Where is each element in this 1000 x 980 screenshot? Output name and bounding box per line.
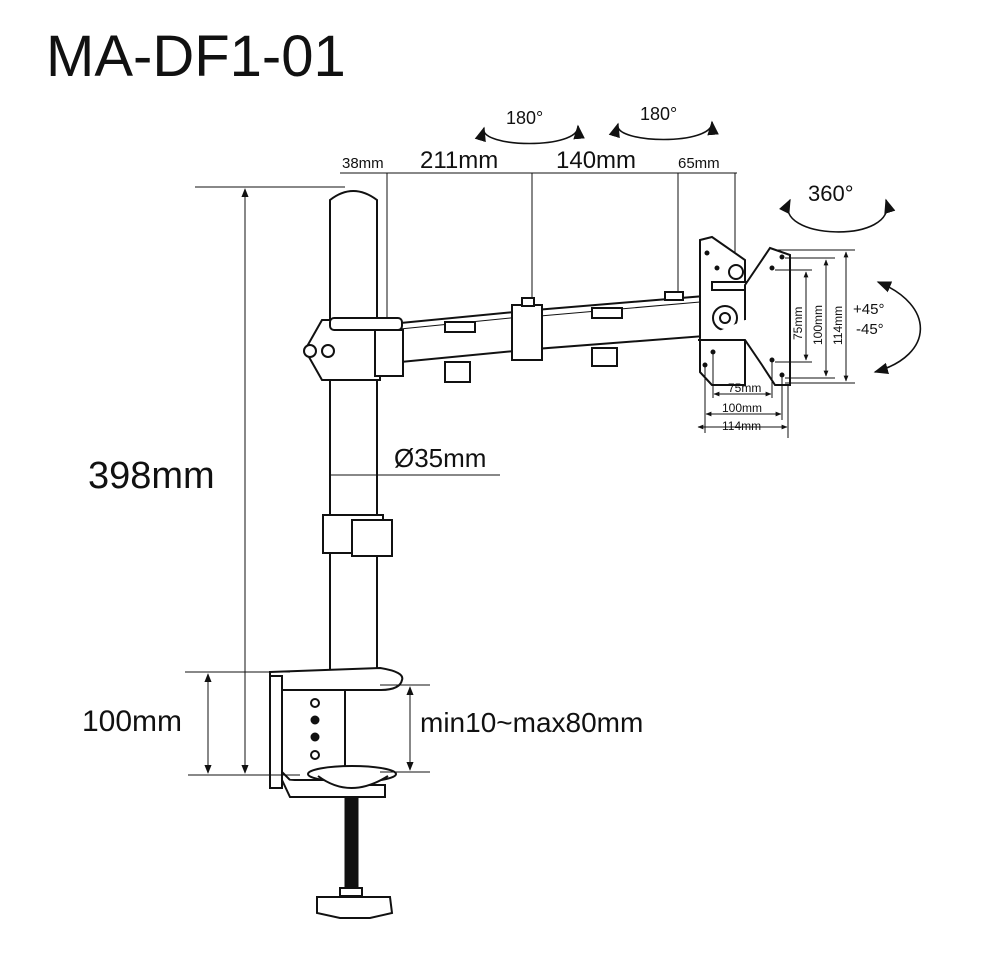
clamp-range-label: min10~max80mm xyxy=(420,707,643,738)
arm-length-dimension: 38mm 211mm 140mm 65mm xyxy=(195,147,737,320)
rotation-label-joint-2: 180° xyxy=(640,104,677,124)
clamp-range-dimension: min10~max80mm xyxy=(380,684,643,773)
arm-segment-2-label: 140mm xyxy=(556,147,636,174)
base-height-label: 100mm xyxy=(82,705,182,738)
rotation-label-swivel: 360° xyxy=(808,181,854,206)
vesa-vertical-dimensions: 75mm 100mm 114mm xyxy=(775,249,855,384)
rotation-label-joint-1: 180° xyxy=(506,108,543,128)
pole-diameter-dimension: Ø35mm xyxy=(330,443,500,476)
base-height-dimension: 100mm xyxy=(82,671,290,774)
tilt-up-label: +45° xyxy=(853,301,884,318)
vesa-h114-label: 114mm xyxy=(722,419,761,433)
rotation-arc-joint-1: 180° xyxy=(474,108,585,145)
arm-offset-1-label: 38mm xyxy=(342,155,384,172)
arm-offset-2-label: 65mm xyxy=(678,155,720,172)
pole-height-dimension: 398mm xyxy=(88,188,300,776)
arm-segment-1-label: 211mm xyxy=(420,147,498,174)
vesa-bracket xyxy=(698,235,791,386)
vesa-horizontal-dimensions: 75mm 100mm 114mm xyxy=(697,352,789,438)
pole-height-label: 398mm xyxy=(88,455,215,497)
model-title: MA-DF1-01 xyxy=(46,24,346,89)
rotation-arc-swivel: 360° xyxy=(779,181,896,233)
rotation-arc-joint-2: 180° xyxy=(608,104,719,141)
tilt-down-label: -45° xyxy=(856,321,884,338)
pole-diameter-label: Ø35mm xyxy=(394,443,486,473)
desk-clamp xyxy=(269,666,404,919)
rotation-arc-tilt: +45° -45° xyxy=(853,281,922,374)
vesa-v75-label: 75mm xyxy=(791,307,805,340)
vesa-h100-label: 100mm xyxy=(722,401,762,415)
vesa-v114-label: 114mm xyxy=(831,306,845,345)
pole xyxy=(322,190,393,673)
vesa-v100-label: 100mm xyxy=(811,305,825,345)
vesa-h75-label: 75mm xyxy=(728,381,761,395)
